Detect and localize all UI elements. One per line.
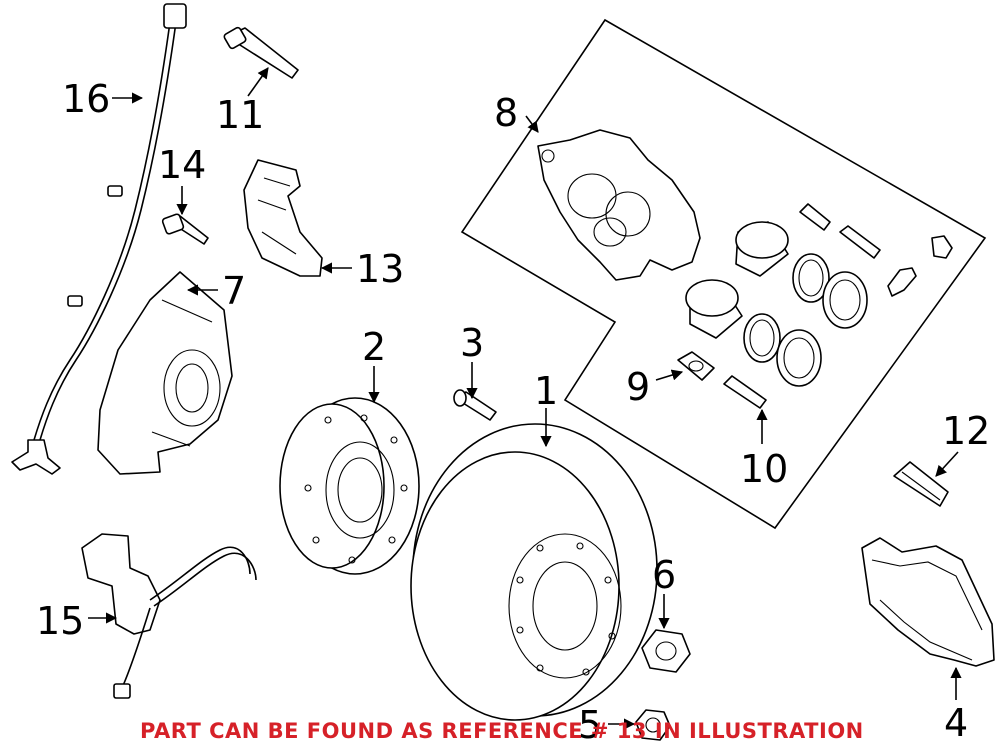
hub-assembly	[279, 397, 420, 575]
guide-bushing	[677, 351, 715, 381]
callout-16: 16	[62, 77, 110, 121]
dust-shield	[97, 271, 233, 475]
guide-pin	[723, 375, 767, 409]
callout-3: 3	[460, 321, 484, 365]
caliper-kit-outline	[460, 18, 987, 530]
lug-nut	[635, 709, 671, 741]
brake-pad-set	[861, 537, 995, 667]
brake-caliper	[537, 129, 701, 281]
callout-8: 8	[494, 91, 518, 135]
callout-9: 9	[626, 365, 650, 409]
caliper-kit-hardware	[799, 203, 953, 297]
callout-15: 15	[36, 599, 84, 643]
callout-6: 6	[652, 553, 676, 597]
callout-11: 11	[216, 93, 264, 137]
callout-12: 12	[942, 409, 990, 453]
caliper-bolt	[223, 26, 299, 79]
callout-5: 5	[578, 703, 602, 747]
abs-sensor-wire	[11, 3, 187, 475]
callout-1: 1	[534, 369, 558, 413]
reference-note: PART CAN BE FOUND AS REFERENCE # 13 IN I…	[140, 719, 864, 743]
callout-10: 10	[740, 447, 788, 491]
caliper-pistons-seals	[685, 221, 868, 387]
brake-pad-clip	[893, 461, 949, 507]
wheel-stud	[453, 389, 497, 421]
callout-4: 4	[944, 701, 968, 745]
caliper-bracket	[243, 159, 323, 277]
callout-2: 2	[362, 325, 386, 369]
hub-nut	[641, 629, 691, 673]
brake-rotor	[410, 423, 658, 721]
bracket-bolt	[161, 213, 209, 245]
callout-7: 7	[222, 269, 246, 313]
callout-13: 13	[356, 247, 404, 291]
callout-arrows	[88, 67, 962, 730]
brake-hose	[81, 533, 257, 699]
callout-14: 14	[158, 143, 206, 187]
